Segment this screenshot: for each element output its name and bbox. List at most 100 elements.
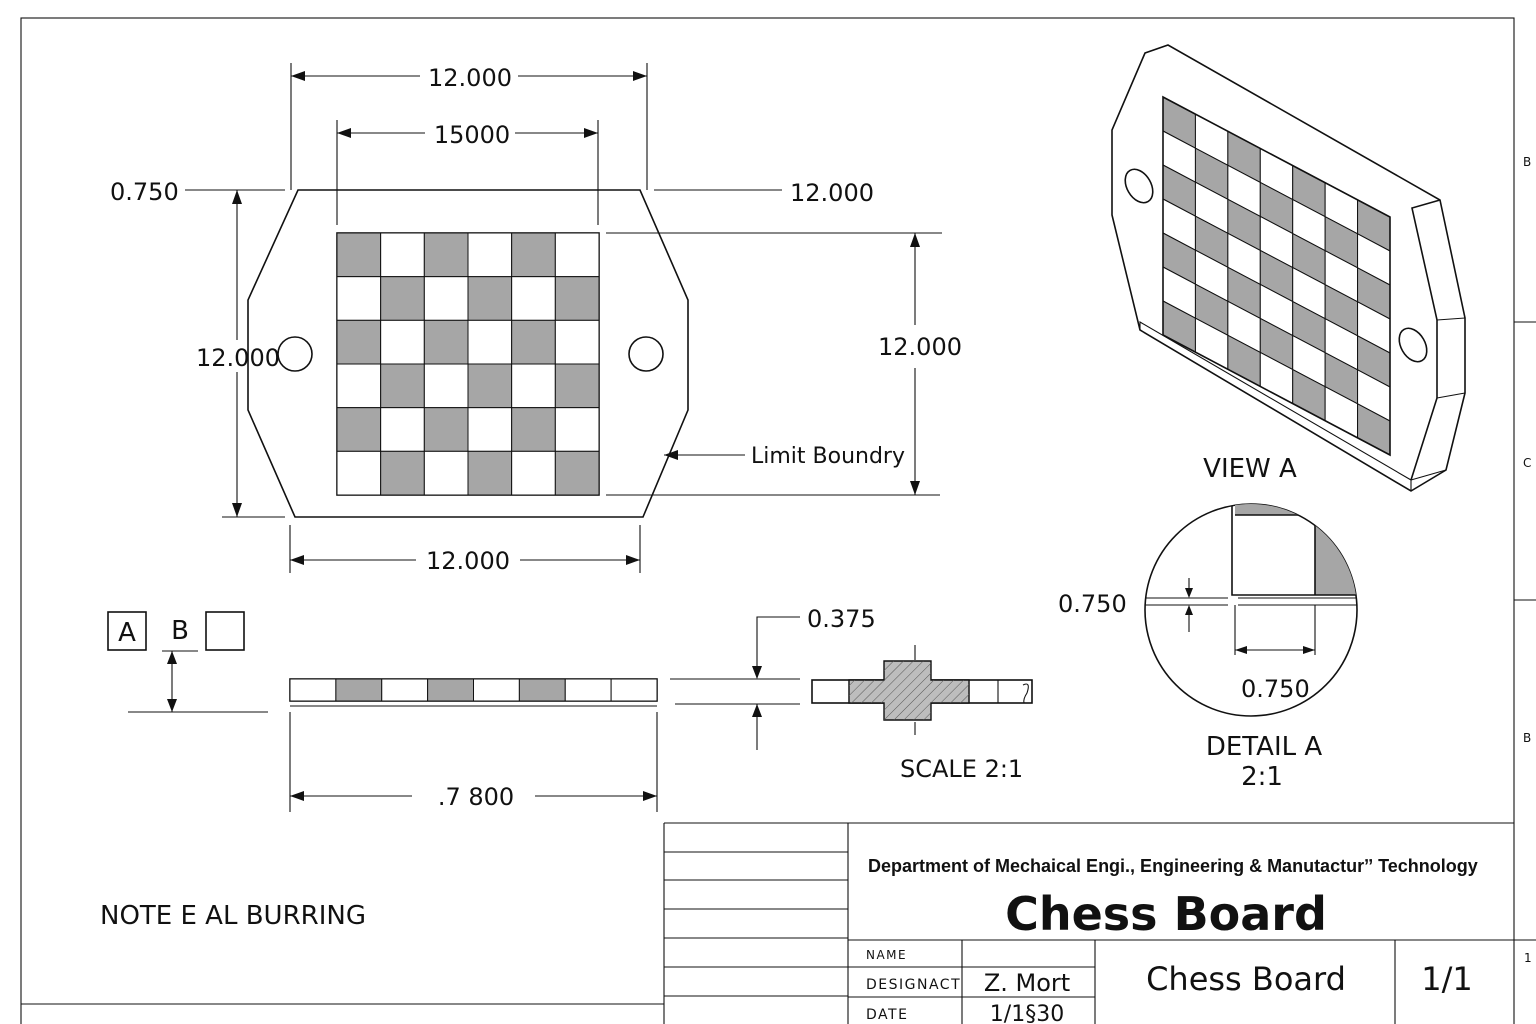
part-name: Chess Board — [1146, 960, 1346, 998]
checker-square — [511, 319, 556, 365]
dim-label: 0.375 — [807, 605, 876, 633]
checker-square — [511, 450, 556, 496]
zone-marker: B — [1523, 155, 1531, 169]
dim-left-offset: 0.750 — [110, 178, 285, 206]
section-scale-label: SCALE 2:1 — [900, 755, 1023, 783]
iso-hole-left — [1124, 168, 1154, 204]
dim-label: 0.750 — [1241, 675, 1310, 703]
view-a-label: VIEW A — [1203, 454, 1297, 484]
checker-square — [511, 407, 556, 452]
checker-square — [511, 363, 556, 409]
checker-square — [554, 363, 600, 409]
checker-square — [336, 276, 382, 321]
checker-square — [554, 450, 600, 496]
checker-square — [380, 319, 425, 365]
zone-marker: 1 — [1524, 951, 1532, 965]
iso-hole-right — [1398, 327, 1428, 363]
checker-square — [380, 276, 425, 321]
name-field-label: NAME — [866, 948, 907, 962]
checker-square — [336, 232, 382, 278]
checker-square — [511, 232, 556, 278]
checker-square — [554, 276, 600, 321]
zone-marker: C — [1523, 456, 1531, 470]
detail-a: 0.750 0.750 DETAIL A 2:1 — [1058, 503, 1358, 792]
checker-square — [554, 407, 600, 452]
checker-square — [380, 407, 425, 452]
checker-square — [380, 232, 425, 278]
checker-square — [467, 407, 513, 452]
zone-marker: B — [1523, 731, 1531, 745]
datum-frame: A B — [107, 611, 268, 713]
checker-square — [554, 232, 600, 278]
dim-right-offset: 12.000 — [654, 179, 874, 207]
dim-label: 0.750 — [110, 178, 179, 206]
side-square — [427, 678, 474, 702]
dim-label: .7 800 — [438, 783, 514, 811]
dim-board-width: 15000 — [336, 120, 599, 225]
datum-box-a — [107, 611, 147, 651]
dim-label: 12.000 — [196, 344, 280, 372]
checker-square — [423, 276, 469, 321]
checker-square — [336, 363, 382, 409]
dim-label: 12.000 — [428, 64, 512, 92]
dim-top-width: 12.000 — [290, 63, 648, 190]
datum-b-label: B — [171, 616, 189, 646]
checker-square — [336, 450, 382, 496]
checker-square — [423, 363, 469, 409]
checker-square — [423, 319, 469, 365]
board-outline — [247, 189, 689, 518]
checker-square — [467, 319, 513, 365]
dim-side-length: .7 800 — [289, 712, 658, 812]
side-view — [289, 678, 658, 707]
dim-label: 15000 — [434, 121, 510, 149]
checker-square — [554, 319, 600, 365]
mounting-hole-left — [277, 336, 313, 372]
side-square — [564, 678, 612, 702]
checker-square — [423, 232, 469, 278]
date-field-label: DATE — [866, 1007, 908, 1023]
checker-square — [467, 450, 513, 496]
iso-grid-frame — [1162, 95, 1391, 457]
drawing-title: Chess Board — [1005, 887, 1327, 941]
checker-square — [423, 450, 469, 496]
detail-scale-label: 2:1 — [1241, 762, 1283, 792]
datum-box-empty — [205, 611, 245, 651]
title-block: Department of Mechaical Engi., Engineeri… — [663, 822, 1514, 1024]
checker-grid — [336, 232, 600, 496]
dim-label: 12.000 — [790, 179, 874, 207]
detail-a-label: DETAIL A — [1206, 732, 1323, 762]
sheet-border — [20, 17, 1515, 1024]
dim-right-height: 12.000 — [606, 232, 962, 496]
department-label: Department of Mechaical Engi., Engineeri… — [868, 856, 1478, 876]
side-square — [289, 678, 337, 702]
section-view: SCALE 2:1 — [811, 645, 1033, 783]
isometric-view: VIEW A — [1111, 44, 1466, 492]
checker-square — [467, 276, 513, 321]
side-square — [473, 678, 520, 702]
date-value: 1/1§30 — [990, 1002, 1064, 1024]
checker-square — [380, 450, 425, 496]
checker-square — [336, 319, 382, 365]
side-view-squares — [289, 678, 658, 702]
dim-label: 12.000 — [426, 547, 510, 575]
dim-thickness: 0.375 — [670, 605, 876, 750]
dim-label: 0.750 — [1058, 590, 1127, 618]
top-view — [247, 189, 689, 518]
checker-square — [423, 407, 469, 452]
side-square — [381, 678, 429, 702]
mounting-hole-right — [628, 336, 664, 372]
checker-square — [336, 407, 382, 452]
designer-value: Z. Mort — [984, 969, 1070, 997]
drawing-note: NOTE E AL BURRING — [100, 901, 366, 931]
limit-boundary-label: Limit Boundry — [751, 444, 905, 469]
sheet-number: 1/1 — [1421, 960, 1473, 998]
side-square — [335, 678, 383, 702]
designer-field-label: DESIGNACT — [866, 977, 961, 993]
checker-square — [380, 363, 425, 409]
side-square — [610, 678, 658, 702]
dim-label: 12.000 — [878, 333, 962, 361]
checker-square — [467, 232, 513, 278]
dim-left-height: 12.000 — [196, 190, 285, 518]
datum-a-label: A — [118, 618, 136, 648]
limit-boundary-callout: Limit Boundry — [664, 444, 905, 469]
